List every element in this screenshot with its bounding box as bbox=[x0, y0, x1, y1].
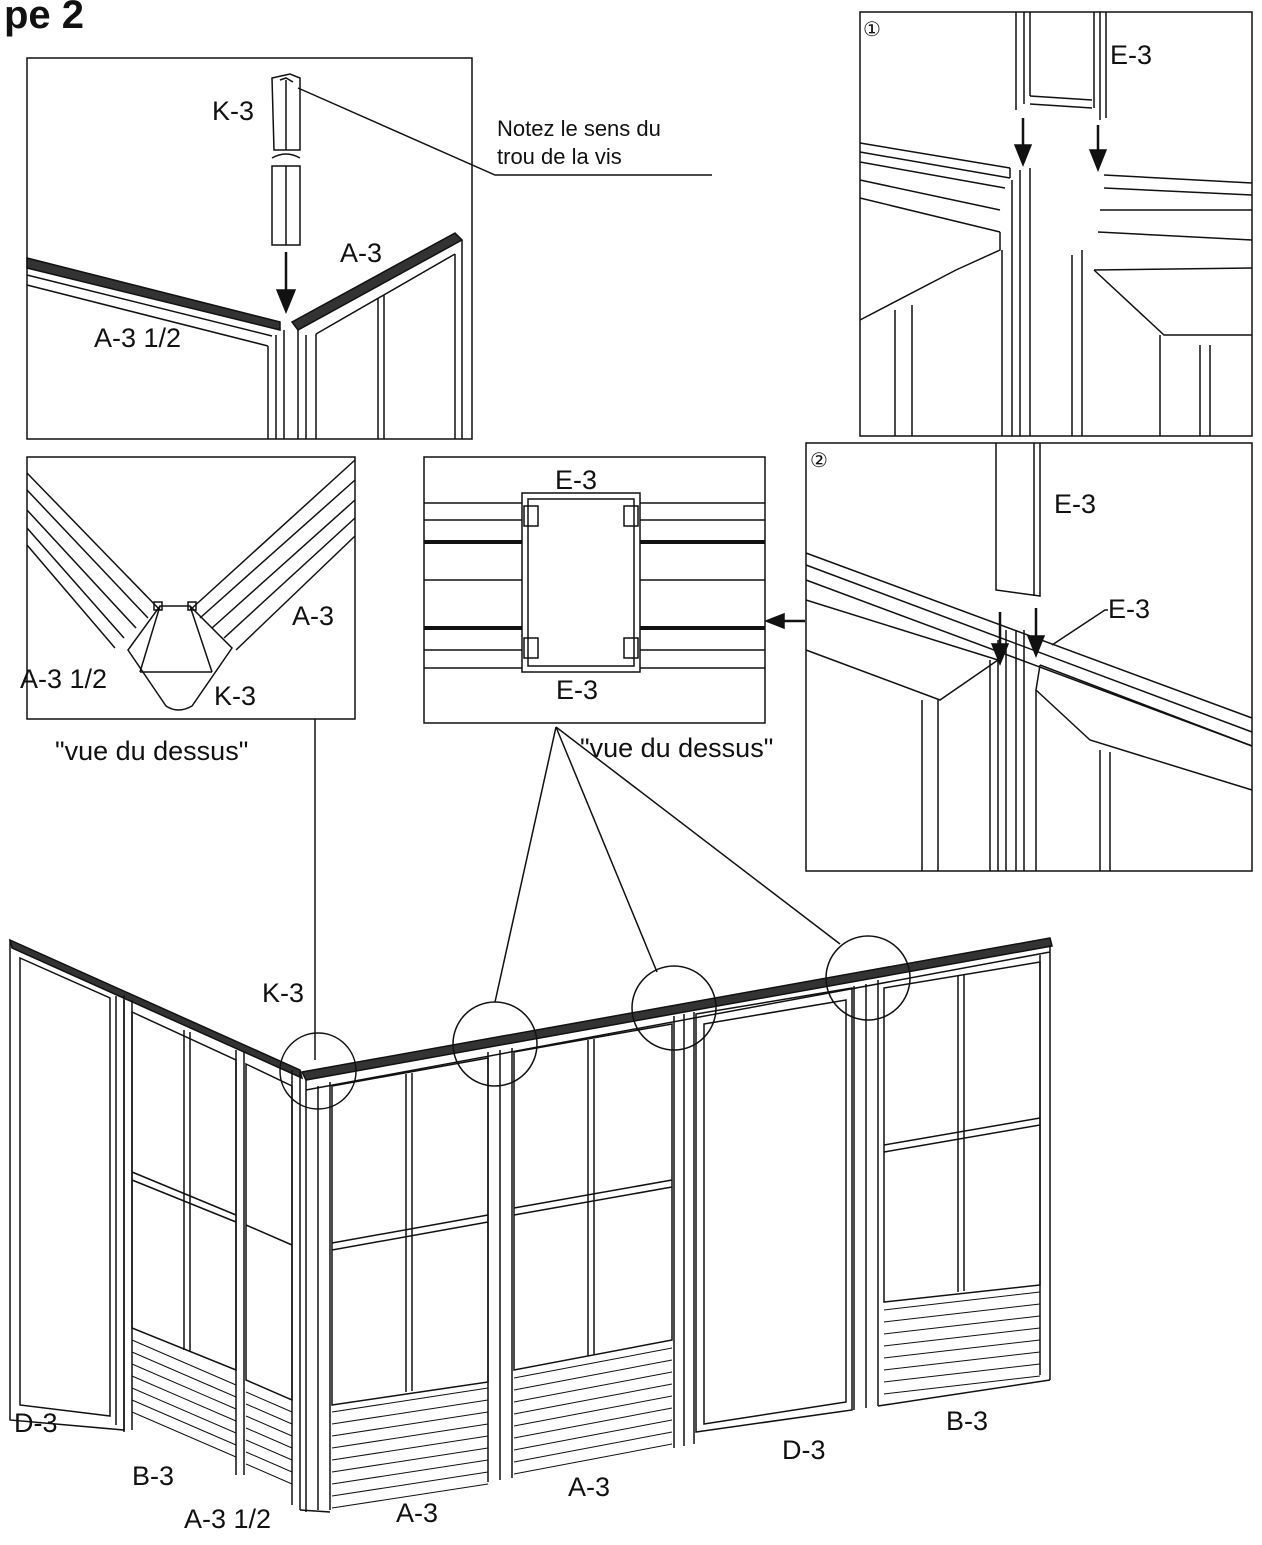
label-d3-main: D-3 bbox=[782, 1435, 826, 1465]
detail-circle-e3-3 bbox=[825, 935, 911, 1021]
label-a3-mid: A-3 bbox=[292, 601, 334, 631]
label-k3-mid: K-3 bbox=[214, 681, 256, 711]
down-arrow-icon bbox=[275, 289, 297, 314]
label-b3-left: B-3 bbox=[132, 1461, 174, 1491]
label-e3-right-2-side: E-3 bbox=[1108, 594, 1150, 624]
siding-a3-2 bbox=[513, 1347, 673, 1475]
panel-mid-left bbox=[26, 456, 356, 720]
label-a3-main-1: A-3 bbox=[396, 1498, 438, 1528]
detail-circle-e3-1 bbox=[452, 1001, 538, 1087]
down-arrow-icon bbox=[1088, 149, 1108, 173]
label-b3-right: B-3 bbox=[946, 1406, 988, 1436]
label-a3-half-main: A-3 1/2 bbox=[184, 1504, 271, 1534]
panel-d3-left bbox=[9, 940, 125, 1431]
corner-post-k3 bbox=[299, 1080, 331, 1513]
caption-top-view-center: "vue du dessus" bbox=[580, 733, 773, 763]
panel-right-1 bbox=[859, 11, 1253, 437]
siding-a3-1 bbox=[331, 1387, 489, 1509]
label-e3-right-1: E-3 bbox=[1110, 40, 1152, 70]
label-k3-top: K-3 bbox=[212, 96, 254, 126]
siding-b3-left bbox=[131, 1339, 237, 1458]
page-title: pe 2 bbox=[4, 0, 84, 37]
wall-a3-half-illustration bbox=[26, 257, 285, 439]
label-e3-center-bottom: E-3 bbox=[556, 675, 598, 705]
panel-mid-center bbox=[423, 456, 841, 1003]
note-line-1: Notez le sens du bbox=[497, 116, 661, 141]
down-arrow-icon bbox=[990, 643, 1010, 667]
down-arrow-icon bbox=[1026, 635, 1046, 659]
label-d3-left: D-3 bbox=[14, 1408, 58, 1438]
panel-a3-1 bbox=[331, 1057, 489, 1406]
label-a3-half-mid: A-3 1/2 bbox=[20, 664, 107, 694]
main-assembly bbox=[8, 935, 1053, 1513]
siding-a3-half bbox=[245, 1391, 293, 1485]
step-marker-2: ② bbox=[810, 448, 828, 472]
panel-b3-left bbox=[123, 995, 245, 1475]
siding-b3-right bbox=[883, 1291, 1041, 1395]
k3-post-illustration bbox=[271, 73, 301, 246]
detail-circle-k3 bbox=[279, 1032, 357, 1110]
panel-d3-mid bbox=[695, 987, 853, 1433]
panel-top-left bbox=[26, 57, 712, 440]
down-arrow-icon bbox=[1013, 144, 1033, 168]
caption-top-view-left: "vue du dessus" bbox=[55, 736, 248, 766]
label-k3-main: K-3 bbox=[262, 978, 304, 1008]
panel-right-2 bbox=[805, 442, 1253, 872]
detail-circle-e3-2 bbox=[631, 965, 717, 1051]
label-a3-half-top: A-3 1/2 bbox=[94, 323, 181, 353]
panel-a3-half bbox=[245, 1062, 301, 1510]
left-arrow-icon bbox=[763, 612, 785, 630]
panel-b3-right bbox=[877, 945, 1051, 1407]
panel-a3-2 bbox=[513, 1023, 673, 1371]
label-a3-main-2: A-3 bbox=[568, 1472, 610, 1502]
label-e3-center-top: E-3 bbox=[555, 465, 597, 495]
label-e3-right-2-top: E-3 bbox=[1054, 489, 1096, 519]
step-marker-1: ① bbox=[863, 17, 881, 41]
note-line-2: trou de la vis bbox=[497, 144, 622, 169]
wall-a3-illustration bbox=[290, 232, 464, 439]
label-a3-top: A-3 bbox=[340, 238, 382, 268]
